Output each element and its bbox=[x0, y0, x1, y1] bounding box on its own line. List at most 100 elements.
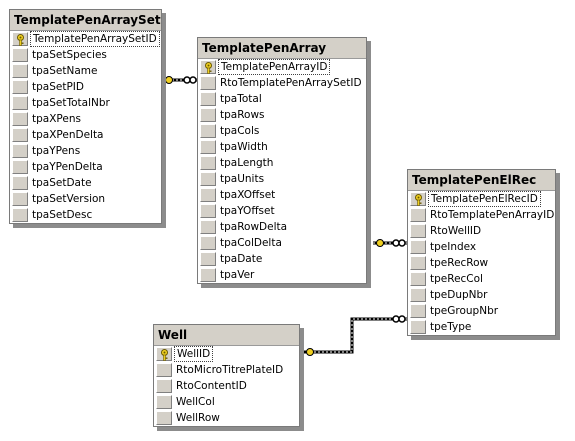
row-selector[interactable] bbox=[156, 379, 172, 393]
column-field[interactable]: tpaXOffset bbox=[198, 187, 366, 203]
field-label: tpaSetSpecies bbox=[32, 49, 107, 61]
row-selector[interactable] bbox=[200, 252, 216, 266]
primary-key-field[interactable]: TemplatePenArrayID bbox=[198, 59, 366, 75]
column-field[interactable]: tpaRowDelta bbox=[198, 219, 366, 235]
row-selector[interactable] bbox=[12, 32, 28, 46]
table-title[interactable]: Well bbox=[154, 325, 299, 346]
column-field[interactable]: tpaSetName bbox=[10, 63, 161, 79]
column-field[interactable]: tpaSetDesc bbox=[10, 207, 161, 223]
column-field[interactable]: tpeType bbox=[408, 319, 555, 335]
row-selector[interactable] bbox=[156, 411, 172, 425]
primary-key-field[interactable]: TemplatePenElRecID bbox=[408, 191, 555, 207]
row-selector[interactable] bbox=[12, 160, 28, 174]
column-field[interactable]: tpaVer bbox=[198, 267, 366, 283]
row-selector[interactable] bbox=[200, 172, 216, 186]
column-field[interactable]: RtoTemplatePenArrayID bbox=[408, 207, 555, 223]
field-label: tpaXOffset bbox=[220, 189, 276, 201]
row-selector[interactable] bbox=[12, 176, 28, 190]
column-field[interactable]: tpeDupNbr bbox=[408, 287, 555, 303]
column-field[interactable]: tpaSetPID bbox=[10, 79, 161, 95]
column-field[interactable]: tpeRecCol bbox=[408, 271, 555, 287]
column-field[interactable]: tpaCols bbox=[198, 123, 366, 139]
column-field[interactable]: tpaYOffset bbox=[198, 203, 366, 219]
column-field[interactable]: tpeGroupNbr bbox=[408, 303, 555, 319]
column-field[interactable]: WellCol bbox=[154, 394, 299, 410]
column-field[interactable]: tpaSetTotalNbr bbox=[10, 95, 161, 111]
row-selector[interactable] bbox=[200, 204, 216, 218]
column-field[interactable]: tpaDate bbox=[198, 251, 366, 267]
key-endpoint-icon bbox=[376, 239, 384, 247]
row-selector[interactable] bbox=[410, 256, 426, 270]
row-selector[interactable] bbox=[200, 60, 216, 74]
field-label: tpaSetDate bbox=[32, 177, 92, 189]
column-field[interactable]: RtoWellID bbox=[408, 223, 555, 239]
primary-key-field[interactable]: TemplatePenArraySetID bbox=[10, 31, 161, 47]
table-title[interactable]: TemplatePenArraySet bbox=[10, 10, 161, 31]
column-field[interactable]: tpeRecRow bbox=[408, 255, 555, 271]
row-selector[interactable] bbox=[156, 395, 172, 409]
column-field[interactable]: RtoMicroTitrePlateID bbox=[154, 362, 299, 378]
row-selector[interactable] bbox=[410, 304, 426, 318]
row-selector[interactable] bbox=[200, 108, 216, 122]
column-field[interactable]: tpaLength bbox=[198, 155, 366, 171]
row-selector[interactable] bbox=[200, 188, 216, 202]
rel-well-to-elrec[interactable] bbox=[302, 315, 409, 356]
row-selector[interactable] bbox=[12, 144, 28, 158]
field-label: tpaSetDesc bbox=[32, 209, 93, 221]
column-field[interactable]: tpaUnits bbox=[198, 171, 366, 187]
column-field[interactable]: tpaYPenDelta bbox=[10, 159, 161, 175]
table-title[interactable]: TemplatePenArray bbox=[198, 38, 366, 59]
row-selector[interactable] bbox=[12, 192, 28, 206]
row-selector[interactable] bbox=[410, 192, 426, 206]
field-label: tpeRecCol bbox=[430, 273, 483, 285]
row-selector[interactable] bbox=[200, 92, 216, 106]
column-field[interactable]: tpaYPens bbox=[10, 143, 161, 159]
table-templatepenarrayset[interactable]: TemplatePenArraySet TemplatePenArraySetI… bbox=[9, 9, 162, 224]
column-field[interactable]: tpaXPens bbox=[10, 111, 161, 127]
row-selector[interactable] bbox=[12, 128, 28, 142]
column-field[interactable]: tpaSetSpecies bbox=[10, 47, 161, 63]
primary-key-field[interactable]: WellID bbox=[154, 346, 299, 362]
row-selector[interactable] bbox=[12, 96, 28, 110]
column-field[interactable]: WellRow bbox=[154, 410, 299, 426]
row-selector[interactable] bbox=[200, 140, 216, 154]
field-label: tpaLength bbox=[220, 157, 274, 169]
row-selector[interactable] bbox=[200, 76, 216, 90]
row-selector[interactable] bbox=[12, 208, 28, 222]
row-selector[interactable] bbox=[200, 124, 216, 138]
row-selector[interactable] bbox=[200, 268, 216, 282]
row-selector[interactable] bbox=[410, 320, 426, 334]
column-field[interactable]: tpaTotal bbox=[198, 91, 366, 107]
column-field[interactable]: tpaXPenDelta bbox=[10, 127, 161, 143]
column-field[interactable]: tpaSetVersion bbox=[10, 191, 161, 207]
table-title[interactable]: TemplatePenElRec bbox=[408, 170, 555, 191]
column-field[interactable]: RtoTemplatePenArraySetID bbox=[198, 75, 366, 91]
row-selector[interactable] bbox=[410, 240, 426, 254]
row-selector[interactable] bbox=[410, 208, 426, 222]
field-label: tpaRowDelta bbox=[220, 221, 288, 233]
rel-set-to-array[interactable] bbox=[160, 76, 200, 84]
column-field[interactable]: tpeIndex bbox=[408, 239, 555, 255]
column-field[interactable]: tpaWidth bbox=[198, 139, 366, 155]
rel-array-to-elrec[interactable] bbox=[373, 239, 409, 247]
field-label: tpeDupNbr bbox=[430, 289, 488, 301]
column-field[interactable]: tpaSetDate bbox=[10, 175, 161, 191]
row-selector[interactable] bbox=[200, 220, 216, 234]
row-selector[interactable] bbox=[410, 224, 426, 238]
row-selector[interactable] bbox=[200, 156, 216, 170]
row-selector[interactable] bbox=[410, 288, 426, 302]
row-selector[interactable] bbox=[410, 272, 426, 286]
row-selector[interactable] bbox=[12, 48, 28, 62]
row-selector[interactable] bbox=[12, 64, 28, 78]
row-selector[interactable] bbox=[12, 112, 28, 126]
column-field[interactable]: tpaColDelta bbox=[198, 235, 366, 251]
row-selector[interactable] bbox=[200, 236, 216, 250]
row-selector[interactable] bbox=[156, 347, 172, 361]
column-field[interactable]: tpaRows bbox=[198, 107, 366, 123]
row-selector[interactable] bbox=[12, 80, 28, 94]
row-selector[interactable] bbox=[156, 363, 172, 377]
column-field[interactable]: RtoContentID bbox=[154, 378, 299, 394]
